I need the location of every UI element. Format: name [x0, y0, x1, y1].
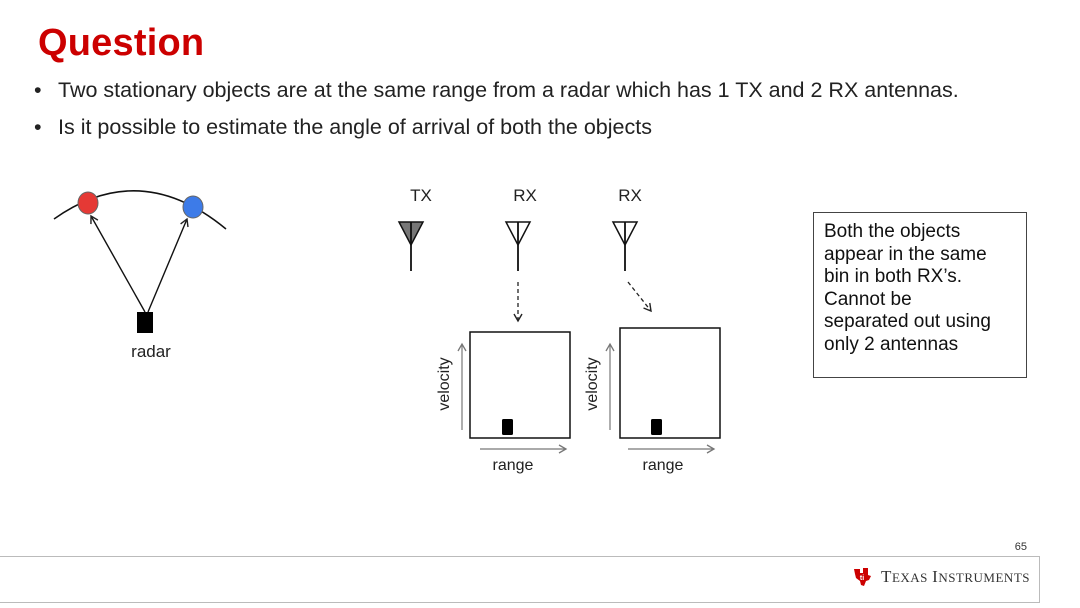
svg-text:ti: ti [860, 575, 864, 582]
range-velocity-plot-rx1: velocity range [436, 331, 571, 474]
callout-line: bin in both RX’s. [824, 266, 963, 287]
object-2 [182, 195, 204, 219]
plot-xlabel: range [493, 457, 534, 474]
callout-line: Cannot be [824, 288, 912, 310]
range-arc [53, 190, 227, 230]
callout-line: separated out using [824, 311, 991, 332]
antenna-rx1-icon: RX [504, 186, 537, 271]
svg-text:RX: RX [513, 186, 537, 205]
radar-icon [137, 312, 153, 333]
callout-box: Both the objects appear in the same bin … [813, 212, 1027, 378]
bullet-item: Is it possible to estimate the angle of … [34, 115, 959, 139]
object-1 [77, 191, 99, 215]
callout-line: Both the objects [824, 221, 961, 242]
plot-ylabel: velocity [436, 357, 453, 410]
radar-label: radar [131, 342, 171, 361]
callout-line: appear in the same [824, 243, 987, 265]
svg-text:TX: TX [410, 186, 432, 205]
ti-state-logo-icon: ti [854, 568, 872, 586]
plot-xlabel: range [643, 457, 684, 474]
detection-bin [651, 419, 662, 435]
page-number: 65 [1014, 541, 1027, 553]
plot-ylabel: velocity [584, 357, 601, 410]
ray-left [90, 214, 146, 313]
detection-bin [502, 419, 513, 435]
range-velocity-plot-rx2: velocity range [584, 327, 721, 474]
footer-bar [0, 556, 1040, 603]
bullet-list: Two stationary objects are at the same r… [34, 78, 959, 152]
ray-right [147, 217, 189, 313]
signal-arrow-rx2 [627, 281, 652, 313]
ti-logo: ti TEXAS INSTRUMENTS [851, 566, 1030, 588]
ti-logo-text: TEXAS INSTRUMENTS [881, 567, 1030, 586]
bullet-item: Two stationary objects are at the same r… [34, 78, 959, 102]
slide-title: Question [38, 22, 205, 64]
callout-line: only 2 antennas [824, 333, 959, 355]
antenna-tx-icon: TX [397, 186, 432, 271]
antenna-rx2-icon: RX [611, 186, 642, 271]
svg-text:RX: RX [618, 186, 642, 205]
